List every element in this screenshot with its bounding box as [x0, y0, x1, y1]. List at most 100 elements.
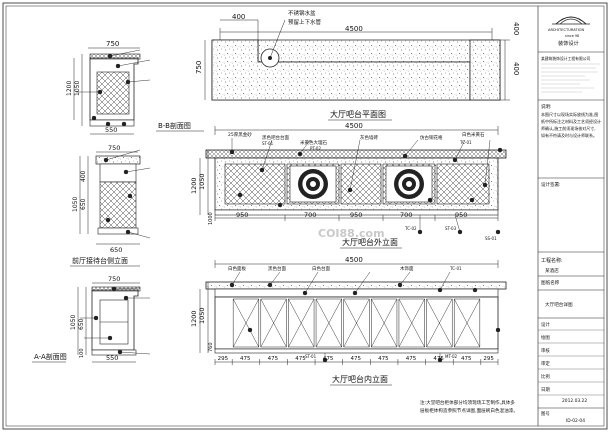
cabinet-door — [260, 298, 287, 348]
front-callout-9: TC-01 — [459, 140, 472, 145]
side-dim-bottom: 650 — [110, 246, 122, 254]
cabinet-door — [232, 298, 260, 348]
designer-label: 设计签署: — [541, 181, 561, 188]
cabinet-door — [453, 298, 481, 348]
notes-line: 纸中所标注之材料及工艺须经设计 — [541, 118, 601, 124]
side-height-2: 650 — [80, 198, 87, 210]
inner-callout-4: 木饰面 — [400, 265, 414, 272]
tb-row-label: 审核 — [541, 347, 550, 354]
company-en: ARCHITECTURATION — [548, 28, 584, 32]
plan-dim-right2: 400 — [512, 62, 520, 75]
side-dim-top: 750 — [108, 144, 120, 152]
front-callout-3: 米黄色大理石 — [300, 139, 327, 146]
front-height-1: 1050 — [198, 173, 206, 190]
drawing-date: 2012.03.22 — [562, 398, 587, 404]
inner-seg-label: 475 — [295, 356, 306, 362]
notes-line: 师确认,施工前须现场核对尺寸, — [541, 125, 596, 131]
inner-callout-6: MT-02 — [445, 354, 458, 359]
sectionb-title: B-B剖面图 — [158, 121, 191, 130]
notes-line: 本图尺寸以现场实际放线为准,图 — [541, 111, 598, 117]
plan-callout-pipe: 预留上下水管 — [288, 18, 322, 26]
sectiona-height-3: 100 — [79, 348, 85, 358]
inner-seg-label: 475 — [268, 356, 279, 362]
sheet-no: ID-02-04 — [566, 418, 585, 424]
sectiona-height-2: 650 — [78, 318, 85, 330]
inner-callout-5: ST-01 — [305, 354, 317, 359]
front-seg-1: 950 — [236, 211, 248, 219]
company-cn: 装饰设计 — [558, 39, 579, 47]
inner-seg-label: 475 — [461, 356, 472, 362]
cabinet-door-cross — [343, 298, 370, 348]
notes-label: 说明: — [541, 103, 552, 110]
sectiona-dim-top: 750 — [108, 275, 120, 283]
side-title: 前厅接待台侧立面 — [72, 256, 128, 265]
inner-callout-1: 白色面板 — [228, 265, 246, 272]
cabinet-door-cross — [398, 298, 425, 348]
front-callout-4: 灰色墙砖 — [360, 134, 378, 141]
front-callout-7: ST-01 — [262, 141, 274, 146]
section-a: 750 1050 650 100 550 A-A剖面图 — [32, 275, 151, 363]
tb-row-label: 比例 — [541, 373, 550, 380]
notes-line: 如有不符请及时与设计师联系。 — [541, 132, 597, 138]
inner-seg-label: 475 — [378, 356, 389, 362]
cabinet-door-cross — [232, 298, 259, 348]
cabinet-door — [288, 298, 315, 348]
inner-title: 大厅吧台内立面 — [332, 374, 388, 384]
front-seg-3: 950 — [350, 211, 362, 219]
company-logo-icon — [552, 16, 590, 25]
front-height-3: 1000 — [208, 212, 214, 225]
inner-seg-label: 475 — [351, 356, 362, 362]
tb-row-label: 设计 — [541, 321, 550, 328]
cabinet-door-cross — [288, 298, 315, 348]
sectiona-title: A-A剖面图 — [34, 352, 67, 361]
front-callout-8: PT-02 — [310, 146, 321, 151]
front-callout-6: 白色米黄石 — [462, 131, 485, 138]
front-callout-5: 仿古铜花格 — [420, 134, 443, 141]
side-height-3: 400 — [80, 170, 87, 182]
side-height-1: 1050 — [72, 197, 79, 212]
inner-callout-2: 黑色台面 — [268, 265, 286, 272]
cabinet-door — [315, 298, 342, 348]
plan-callout-sink: 不锈钢水盆 — [288, 9, 316, 17]
sectiona-height-1: 1050 — [70, 315, 77, 330]
cabinet-door — [371, 298, 398, 348]
inner-note-line2: 层板柜体构造参照节点详图,面层刷白色混油漆。 — [420, 407, 518, 414]
inner-note-line1: 注:大堂吧台柜体部分均须现场工艺制作,具体多 — [420, 399, 515, 406]
front-height-2: 1200 — [190, 177, 198, 194]
tb-row-label: 审定 — [541, 360, 550, 367]
inner-callout-3: 白色台面 — [312, 265, 330, 272]
sectionb-height-2: 1200 — [66, 81, 73, 96]
medallion-left-icon — [289, 165, 337, 203]
side-elevation: 750 1050 650 400 650 前厅接待台侧立面 — [70, 144, 151, 267]
front-callout-12: SS-01 — [485, 236, 497, 241]
cabinet-door — [343, 298, 370, 348]
front-callout-11: ST-03 — [445, 226, 457, 231]
inner-seg-label: 475 — [433, 356, 444, 362]
sheet-border — [2, 2, 608, 430]
cabinet-door-cross — [371, 298, 398, 348]
sectionb-height-1: 1050 — [74, 81, 81, 96]
plan-dim-width: 4500 — [345, 25, 363, 33]
plan-dim-left: 750 — [195, 61, 203, 74]
inner-seg-label: 475 — [240, 356, 251, 362]
front-title: 大厅吧台外立面 — [342, 237, 398, 247]
tb-row-label: 日期 — [541, 387, 550, 393]
front-seg-5: 950 — [455, 211, 467, 219]
front-callout-1: 25厚黑金砂 — [228, 131, 252, 138]
inner-height-3: 760 — [208, 342, 214, 352]
sectionb-dim-top: 750 — [106, 40, 119, 48]
tb-row-label: 绘图 — [541, 334, 550, 341]
inner-elevation: 4500 白色面板 黑色台面 白色台面 木饰面 ST-01 MT-02 TC-0 — [190, 256, 507, 386]
drawing-label: 图纸名称 — [541, 279, 560, 286]
plan-dim-right: 400 — [512, 22, 520, 35]
inner-height-2: 1200 — [190, 310, 198, 327]
inner-dim-width: 4500 — [345, 256, 363, 264]
front-elevation: 4500 — [190, 122, 507, 249]
drawing-name: 大厅吧台详图 — [545, 301, 573, 308]
front-callout-2: 黑色吧台台面 — [262, 134, 289, 141]
inner-seg-label: 475 — [323, 356, 334, 362]
cabinet-door-cross — [454, 298, 481, 348]
inner-callout-7: TC-01 — [449, 266, 462, 271]
